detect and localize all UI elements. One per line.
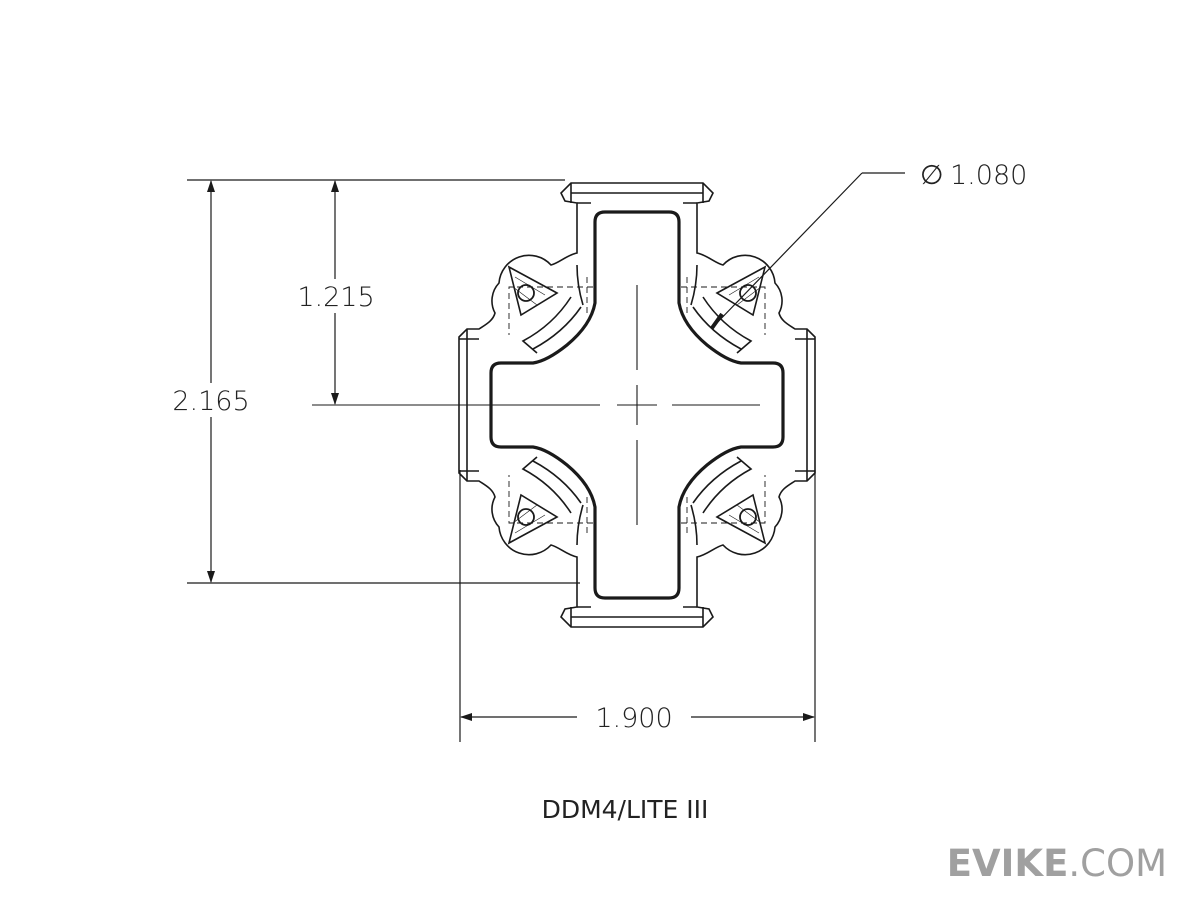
watermark-suffix: .COM: [1068, 842, 1167, 885]
watermark-brand: EVIKE: [946, 842, 1069, 885]
dimension-overall-height: [168, 179, 580, 584]
diameter-symbol: ∅: [920, 160, 944, 191]
overall-height-label: 2.165: [172, 386, 249, 417]
center-height-label: 1.215: [297, 282, 374, 313]
dimension-overall-width: [459, 470, 816, 742]
diameter-leader: [710, 172, 905, 330]
diameter-label: 1.080: [950, 160, 1027, 191]
evike-watermark: EVIKE.COM: [947, 842, 1167, 885]
center-lines: [312, 285, 760, 525]
dimension-center-height: [292, 180, 380, 405]
drawing-caption: DDM4/LITE III: [541, 795, 709, 824]
overall-width-label: 1.900: [595, 703, 672, 734]
